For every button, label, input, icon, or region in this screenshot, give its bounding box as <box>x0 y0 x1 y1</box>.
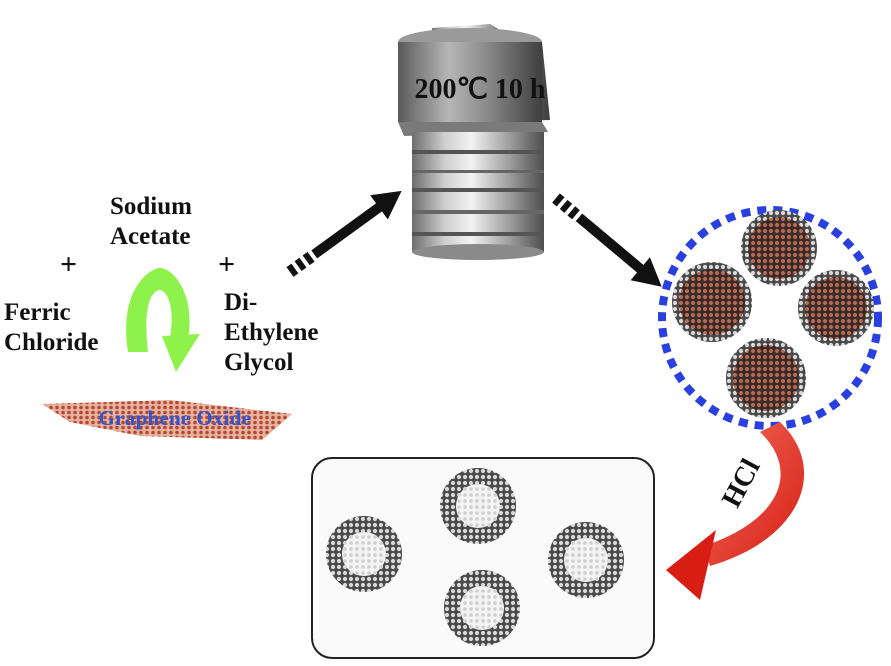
plus-sign-right: + <box>218 248 236 281</box>
composite-particle-3 <box>798 270 874 346</box>
sodium-acetate-line-2: Acetate <box>110 223 191 250</box>
hollow-particle-1 <box>440 468 516 544</box>
composite-particle-1 <box>741 210 817 286</box>
green-curved-arrow <box>126 268 200 372</box>
diethylene-glycol-line-1: Di- <box>224 289 258 316</box>
composite-particle-4 <box>726 338 806 418</box>
graphene-oxide-label: Graphene Oxide <box>98 406 252 430</box>
hollow-particle-2 <box>326 516 402 592</box>
diethylene-glycol-line-2: Ethylene <box>224 319 319 346</box>
ferric-chloride-label: Ferric Chloride <box>4 298 98 358</box>
autoclave-reactor <box>398 24 550 260</box>
composite-particles-circle <box>658 206 882 430</box>
ferric-chloride-line-1: Ferric <box>4 299 71 326</box>
hcl-red-arrow <box>666 422 805 600</box>
reaction-condition-label: 200℃ 10 h <box>414 74 545 105</box>
arrow-to-reactor <box>286 190 402 277</box>
hollow-particle-3 <box>548 522 624 598</box>
sodium-acetate-line-1: Sodium <box>110 193 192 220</box>
ferric-chloride-line-2: Chloride <box>4 329 99 356</box>
diethylene-glycol-label: Di- Ethylene Glycol <box>224 288 318 378</box>
hollow-particle-4 <box>444 570 520 646</box>
diethylene-glycol-line-3: Glycol <box>224 349 294 376</box>
sodium-acetate-label: Sodium Acetate <box>110 192 192 252</box>
plus-sign-left: + <box>60 248 78 281</box>
composite-particle-2 <box>672 262 752 342</box>
hollow-particles-box <box>311 457 655 659</box>
arrow-to-composite <box>552 193 662 287</box>
graphene-oxide-sheet <box>42 400 292 440</box>
